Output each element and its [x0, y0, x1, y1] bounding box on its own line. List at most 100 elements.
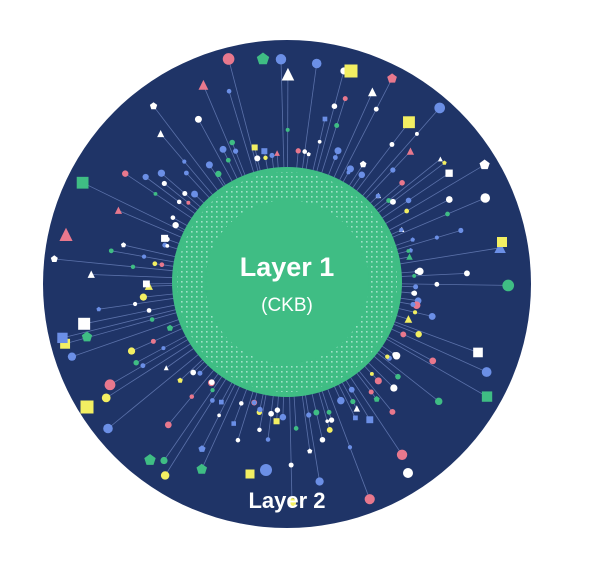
spoke-line: [316, 98, 346, 187]
spoke-line: [105, 335, 204, 399]
circle-node-icon: [176, 199, 182, 205]
pentagon-node-icon: [373, 396, 380, 402]
circle-node-icon: [358, 171, 366, 179]
triangle-node-icon: [87, 270, 95, 278]
circle-node-icon: [161, 180, 167, 187]
circle-node-icon: [130, 264, 136, 269]
circle-node-icon: [235, 437, 241, 443]
circle-node-icon: [347, 445, 353, 450]
circle-node-icon: [481, 367, 492, 377]
square-node-icon: [473, 347, 483, 358]
circle-node-icon: [165, 243, 170, 248]
spoke-line: [109, 331, 201, 386]
pentagon-node-icon: [96, 306, 102, 312]
circle-node-icon: [226, 88, 232, 94]
circle-node-icon: [161, 346, 166, 351]
circle-node-icon: [275, 54, 287, 65]
circle-node-icon: [260, 464, 272, 476]
triangle-node-icon: [406, 147, 415, 155]
triangle-node-icon: [114, 206, 123, 214]
spoke-line: [300, 63, 318, 183]
circle-node-icon: [164, 236, 170, 242]
circle-node-icon: [182, 190, 188, 197]
square-node-icon: [231, 421, 236, 426]
circle-node-icon: [346, 170, 351, 175]
circle-node-icon: [406, 249, 411, 253]
circle-node-icon: [331, 103, 338, 109]
circle-node-icon: [186, 200, 191, 205]
circle-node-icon: [170, 215, 176, 220]
circle-node-icon: [285, 127, 290, 132]
square-node-icon: [353, 415, 358, 421]
circle-node-icon: [369, 371, 374, 376]
circle-node-icon: [390, 384, 398, 392]
pentagon-node-icon: [196, 463, 207, 474]
triangle-node-icon: [437, 156, 443, 162]
square-node-icon: [76, 176, 89, 189]
circle-node-icon: [222, 53, 235, 65]
circle-node-icon: [400, 331, 407, 338]
square-node-icon: [403, 116, 415, 129]
circle-node-icon: [263, 155, 268, 160]
circle-node-icon: [332, 155, 338, 160]
circle-node-icon: [306, 412, 312, 418]
circle-node-icon: [210, 387, 215, 393]
circle-node-icon: [342, 96, 348, 102]
circle-node-icon: [326, 409, 332, 415]
pentagon-node-icon: [256, 52, 270, 65]
circle-node-icon: [153, 191, 158, 196]
circle-node-icon: [279, 413, 287, 421]
circle-node-icon: [374, 377, 382, 385]
circle-node-icon: [219, 145, 227, 153]
pentagon-node-icon: [387, 73, 397, 83]
circle-node-icon: [217, 413, 221, 418]
circle-node-icon: [295, 148, 301, 154]
spoke-line: [332, 78, 393, 194]
circle-node-icon: [157, 169, 166, 177]
circle-node-icon: [127, 347, 136, 355]
circle-node-icon: [389, 408, 396, 415]
circle-node-icon: [414, 131, 419, 136]
circle-node-icon: [101, 393, 111, 403]
circle-node-icon: [293, 426, 299, 431]
spoke-line: [373, 331, 488, 397]
circle-node-icon: [334, 123, 340, 128]
circle-node-icon: [139, 293, 147, 301]
circle-node-icon: [257, 427, 262, 433]
circle-node-icon: [160, 471, 170, 480]
triangle-node-icon: [157, 130, 165, 138]
circle-node-icon: [122, 170, 129, 177]
spoke-line: [288, 381, 293, 503]
circle-node-icon: [368, 389, 374, 395]
circle-node-icon: [404, 208, 410, 214]
spoke-line: [378, 197, 486, 244]
spoke-line: [352, 107, 441, 208]
circle-node-icon: [434, 235, 439, 240]
circle-node-icon: [328, 417, 335, 423]
spoke-line: [84, 301, 190, 325]
circle-node-icon: [434, 281, 440, 287]
circle-node-icon: [464, 270, 470, 277]
square-node-icon: [261, 148, 268, 155]
pentagon-node-icon: [410, 237, 415, 242]
circle-node-icon: [412, 273, 417, 278]
square-node-icon: [322, 116, 328, 122]
circle-node-icon: [429, 357, 437, 365]
circle-node-icon: [205, 161, 213, 169]
circle-node-icon: [225, 157, 231, 163]
circle-node-icon: [317, 139, 322, 144]
spoke-line: [365, 343, 439, 402]
pentagon-node-icon: [144, 454, 156, 465]
circle-node-icon: [159, 262, 165, 268]
circle-node-icon: [325, 419, 330, 423]
circle-node-icon: [257, 406, 263, 413]
circle-node-icon: [108, 248, 114, 254]
circle-node-icon: [164, 421, 172, 429]
circle-node-icon: [251, 400, 257, 405]
circle-node-icon: [274, 407, 281, 413]
circle-node-icon: [502, 279, 515, 292]
circle-node-icon: [445, 211, 450, 217]
circle-node-icon: [405, 197, 412, 204]
circle-node-icon: [141, 254, 147, 259]
